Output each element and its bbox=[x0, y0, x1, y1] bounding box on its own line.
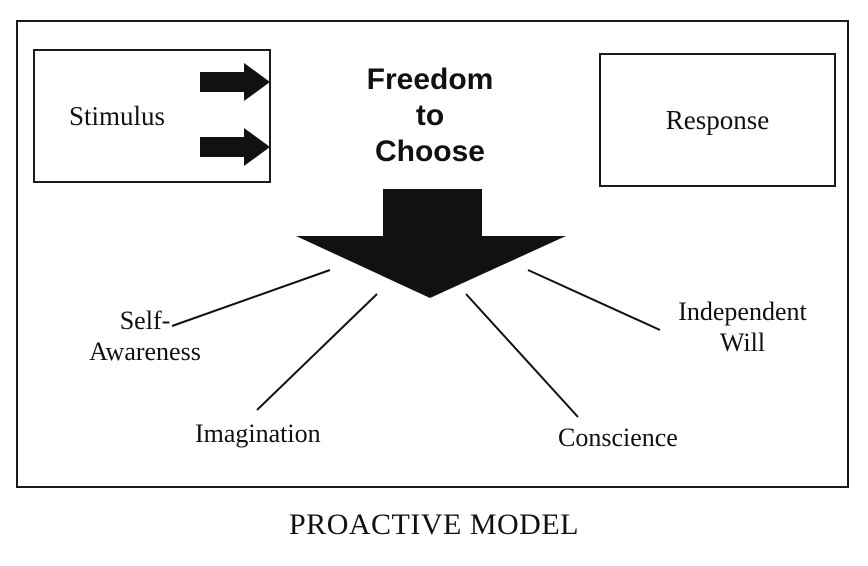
title-line-2: to bbox=[415, 99, 445, 132]
connector-self-awareness bbox=[171, 269, 331, 327]
response-box: Response bbox=[599, 53, 836, 187]
diagram-frame bbox=[16, 20, 849, 488]
stimulus-box: Stimulus bbox=[33, 49, 271, 183]
stimulus-arrow-top bbox=[200, 63, 270, 101]
stimulus-arrow-bottom bbox=[200, 128, 270, 166]
self-awareness-line-2: Awareness bbox=[89, 337, 201, 367]
independent-will-label: Independent Will bbox=[655, 296, 830, 358]
self-awareness-label: Self- Awareness bbox=[80, 305, 210, 367]
connector-independent-will bbox=[527, 269, 661, 331]
title-line-1: Freedom bbox=[366, 63, 494, 96]
title-line-3: Choose bbox=[374, 135, 485, 168]
response-label: Response bbox=[665, 104, 770, 135]
independent-will-line-2: Will bbox=[719, 328, 766, 358]
stimulus-label: Stimulus bbox=[69, 100, 166, 131]
imagination-label: Imagination bbox=[195, 419, 321, 448]
independent-will-line-1: Independent bbox=[678, 297, 807, 326]
choice-down-arrow bbox=[296, 189, 566, 298]
freedom-to-choose-title: Freedom to Choose bbox=[300, 62, 560, 170]
conscience-label: Conscience bbox=[558, 423, 678, 452]
diagram-caption: PROACTIVE MODEL bbox=[289, 508, 579, 541]
connector-imagination bbox=[256, 293, 378, 411]
self-awareness-line-1: Self- bbox=[119, 306, 171, 335]
connector-conscience bbox=[465, 293, 579, 418]
